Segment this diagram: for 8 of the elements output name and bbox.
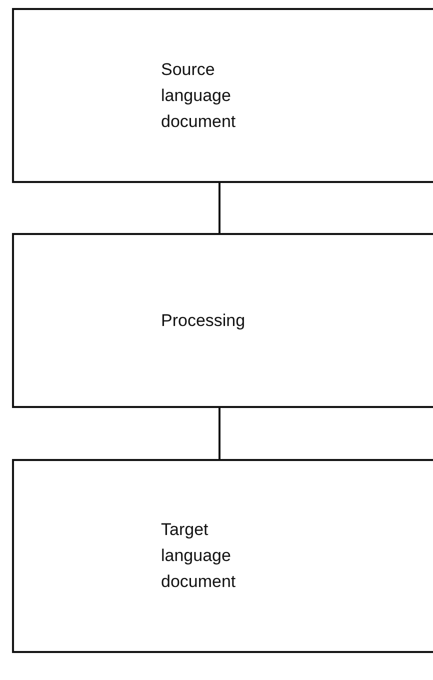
process-box: [12, 8, 433, 183]
connector-line: [218, 408, 220, 459]
box-label: Target language document: [161, 519, 237, 593]
box-label: Processing: [161, 310, 246, 332]
box-label: Source language document: [161, 58, 237, 132]
process-box: [12, 459, 433, 653]
connector-line: [218, 183, 220, 233]
process-box: [12, 233, 433, 408]
